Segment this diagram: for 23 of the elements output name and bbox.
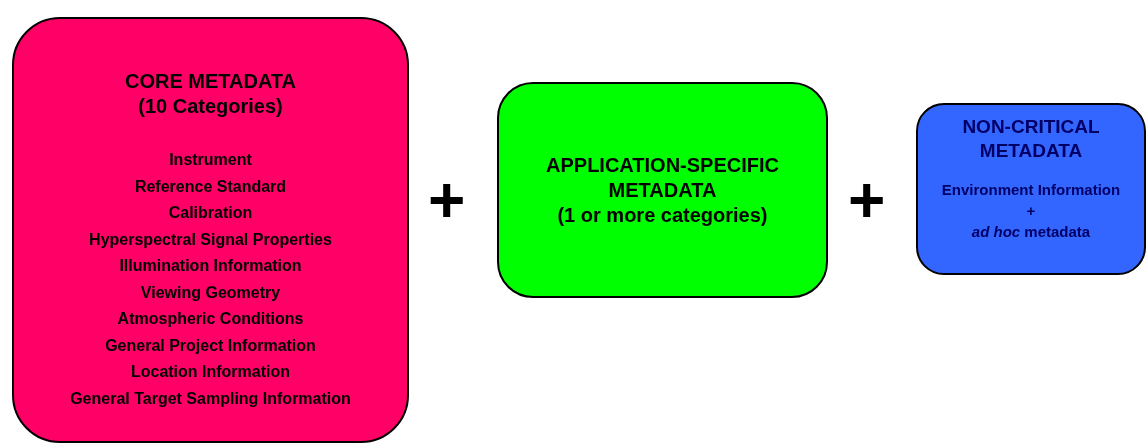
category-item: Hyperspectral Signal Properties [89, 229, 332, 250]
category-item: Instrument [169, 150, 252, 170]
category-item: Reference Standard [134, 176, 287, 197]
rounded-box [916, 103, 1146, 275]
body-text: Environment Information [941, 179, 1121, 200]
category-item: Illumination Information [119, 256, 302, 276]
rounded-box [12, 17, 409, 443]
box-heading: (10 Categories) [137, 94, 284, 119]
category-item: General Project Information [105, 335, 316, 356]
plus-sign: + [428, 168, 466, 232]
box-heading: (1 or more categories) [556, 202, 769, 228]
body-text: ad hoc metadata [971, 221, 1091, 242]
category-item: Atmospheric Conditions [117, 309, 304, 329]
rounded-box [497, 82, 828, 298]
plus-sign: + [848, 168, 886, 232]
category-item: Calibration [168, 203, 253, 223]
box-heading: APPLICATION-SPECIFIC METADATA [545, 152, 780, 203]
box-heading: NON-CRITICAL METADATA [961, 115, 1101, 163]
category-item: General Target Sampling Information [70, 388, 351, 409]
box-heading: CORE METADATA [123, 69, 298, 94]
category-item: Location Information [130, 362, 291, 382]
category-item: Viewing Geometry [140, 282, 281, 303]
body-text: + [1026, 200, 1036, 221]
